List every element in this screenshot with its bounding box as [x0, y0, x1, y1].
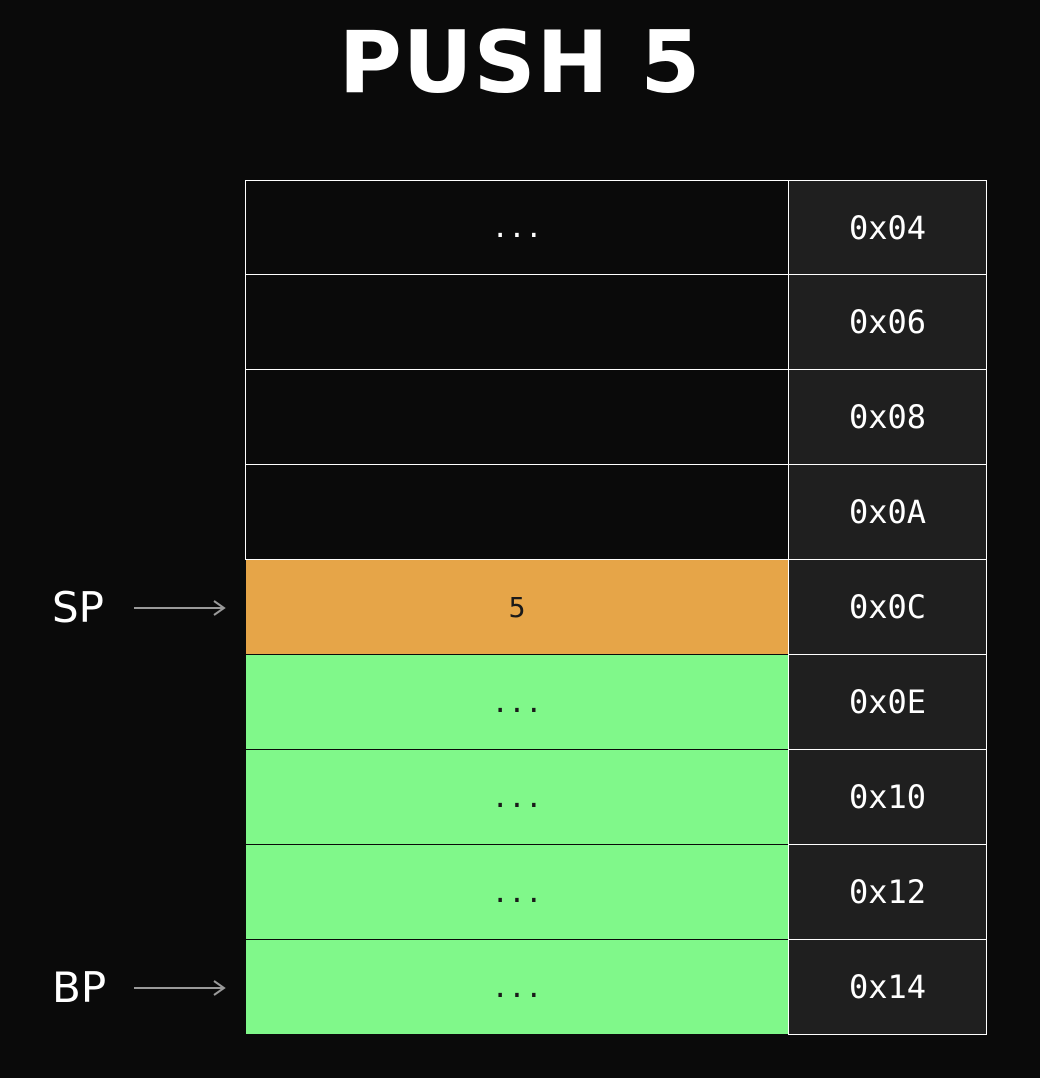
- stack-cell-value: [245, 465, 788, 560]
- stack-row: 0x06: [245, 275, 987, 370]
- stack-cell-frame-value: ...: [245, 845, 788, 940]
- stack-cell-address: 0x0C: [788, 560, 987, 655]
- stack-cell-value: ...: [245, 180, 788, 275]
- stack-pointer-marker: SP: [52, 560, 228, 655]
- right-arrow-icon: [134, 979, 226, 996]
- stack-cell-pushed-value: 5: [245, 560, 788, 655]
- stack-cell-address: 0x06: [788, 275, 987, 370]
- stack-row-base: ... 0x14: [245, 940, 987, 1035]
- stack-cell-value: [245, 370, 788, 465]
- stack-cell-address: 0x08: [788, 370, 987, 465]
- base-pointer-marker: BP: [52, 940, 228, 1035]
- stack-cell-frame-value: ...: [245, 750, 788, 845]
- stack-cell-frame-value: ...: [245, 655, 788, 750]
- diagram-title: PUSH 5: [338, 13, 702, 113]
- stack-row: 0x0A: [245, 465, 987, 560]
- stack-cell-address: 0x14: [788, 940, 987, 1035]
- stack-cell-frame-value: ...: [245, 940, 788, 1035]
- right-arrow-icon: [134, 599, 226, 616]
- stack-cell-address: 0x0E: [788, 655, 987, 750]
- stack-cell-address: 0x0A: [788, 465, 987, 560]
- stack-row: ... 0x10: [245, 750, 987, 845]
- sp-label: SP: [52, 583, 104, 632]
- stack-cell-address: 0x04: [788, 180, 987, 275]
- stack-row: ... 0x04: [245, 180, 987, 275]
- stack-cell-address: 0x12: [788, 845, 987, 940]
- stack-memory: ... 0x04 0x06 0x08 0x0A 5 0x0C ... 0x0E …: [245, 180, 987, 1035]
- stack-cell-value: [245, 275, 788, 370]
- stack-row: ... 0x0E: [245, 655, 987, 750]
- stack-row-top: 5 0x0C: [245, 560, 987, 655]
- stack-cell-address: 0x10: [788, 750, 987, 845]
- stack-row: 0x08: [245, 370, 987, 465]
- stack-row: ... 0x12: [245, 845, 987, 940]
- bp-label: BP: [52, 963, 107, 1012]
